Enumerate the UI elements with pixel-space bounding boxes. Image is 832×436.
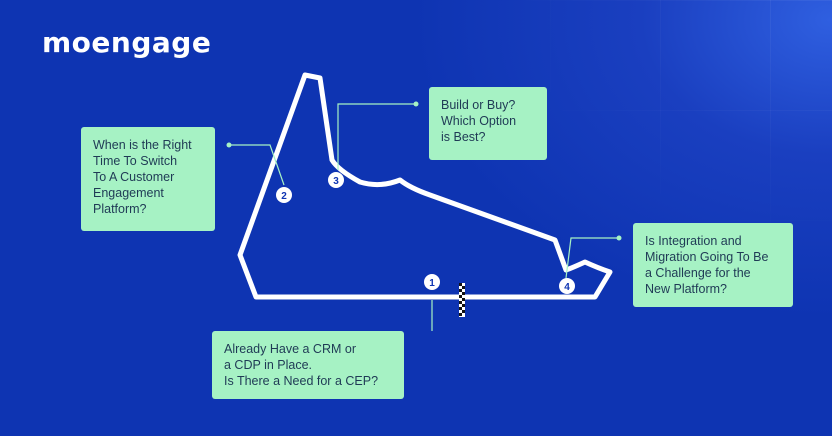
connector-dot-2: [226, 142, 232, 148]
marker-1: 1: [424, 274, 440, 290]
marker-4: 4: [559, 278, 575, 294]
moengage-logo: moengage: [42, 26, 212, 59]
connector-line-2: [229, 144, 285, 186]
marker-1-number: 1: [429, 278, 435, 289]
checkpoint-card-2: When is the Right Time To Switch To A Cu…: [81, 127, 215, 231]
checkpoint-card-1: Already Have a CRM or a CDP in Place. Is…: [212, 331, 404, 399]
marker-4-number: 4: [564, 282, 570, 293]
connector-line-4: [565, 237, 619, 279]
race-track-path: [237, 72, 613, 300]
checkpoint-card-4: Is Integration and Migration Going To Be…: [633, 223, 793, 307]
checkered-flag-icon: [459, 283, 465, 317]
connector-dot-3: [413, 101, 419, 107]
marker-3: 3: [328, 172, 344, 188]
connector-line-3: [337, 103, 416, 170]
marker-3-number: 3: [333, 176, 339, 187]
connector-dot-4: [616, 235, 622, 241]
checkpoint-card-3: Build or Buy? Which Option is Best?: [429, 87, 547, 160]
marker-2: 2: [276, 187, 292, 203]
marker-2-number: 2: [281, 191, 287, 202]
